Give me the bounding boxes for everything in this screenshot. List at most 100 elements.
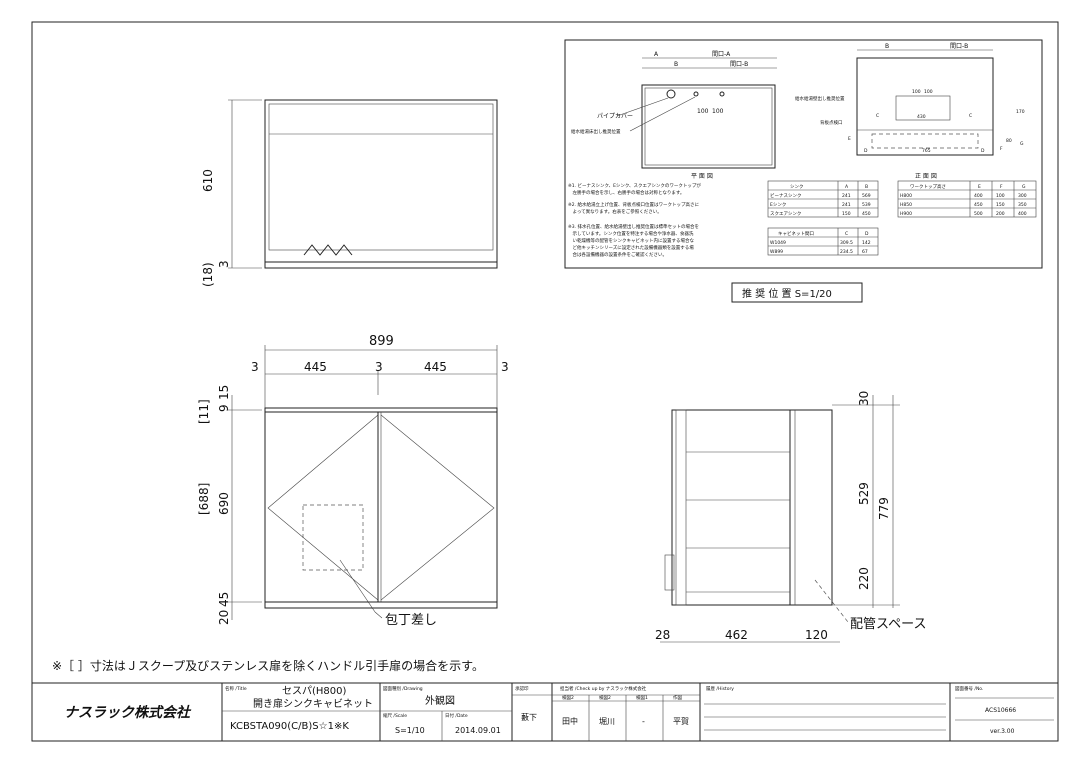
title-block-approver: 藪下 — [521, 712, 537, 722]
dims-left-15: 15 — [217, 385, 231, 400]
detail-notes-5: 示しています。シンク位置を特注する場合や浄水器、食器洗 — [568, 230, 694, 237]
title-block-date: 2014.09.01 — [455, 726, 501, 735]
dims-side-120: 120 — [805, 628, 828, 642]
detail-d765: 765 — [922, 148, 931, 154]
detail-wt-table-rows-2-1: 500 — [974, 211, 983, 217]
detail-F: F — [1000, 146, 1003, 152]
dims-side-28: 28 — [655, 628, 670, 642]
detail-open-b: 間口-B — [950, 43, 968, 50]
title-block-checkers-1: 堀川 — [599, 717, 615, 726]
dims-left-45: 45 — [217, 592, 231, 607]
title-block-version: ver.3.00 — [990, 728, 1015, 735]
detail-sink-table-rows-1-0: Eシンク — [770, 202, 786, 208]
detail-sink-table-rows-0-1: 241 — [842, 193, 851, 199]
detail-sink-table-rows-0-2: 569 — [862, 193, 871, 199]
detail-front-title: 正 面 図 — [915, 173, 937, 180]
detail-wt-table-rows-0-3: 300 — [1018, 193, 1027, 199]
detail-wt-table-headers-1: E — [978, 184, 981, 190]
detail-sink-table-rows-1-2: 539 — [862, 202, 871, 208]
detail-panel: A 間口-A B 間口-B 100 100 パイプカバー 給水給湯床出し推奨位置… — [564, 39, 1043, 269]
detail-wt-table-rows-2-2: 200 — [996, 211, 1005, 217]
detail-G: G — [1020, 141, 1024, 147]
detail-notes-8: 合は各設備機器の設置条件をご確認ください。 — [568, 251, 667, 258]
footnote: ※［ ］寸法はＪスクープ及びステンレス扉を除くハンドル引手扉の場合を示す。 — [52, 658, 484, 673]
detail-d100a: 100 — [697, 108, 709, 115]
top-view: 610 (18) 3 — [201, 99, 498, 287]
detail-wt-table-rows-1-0: H850 — [900, 202, 912, 208]
title-block-no-label: 図面番号 /No. — [955, 685, 983, 692]
title-block: ナスラック株式会社 名称 /Title セスパ(H800) 開き扉シンクキャビネ… — [32, 682, 1058, 741]
detail-wt-table-rows-0-1: 400 — [974, 193, 983, 199]
detail-wall-pos: 給水給湯壁出し推奨位置 — [795, 95, 845, 102]
detail-cab-table-rows-0-0: W1049 — [770, 240, 786, 246]
title-block-history-label: 履歴 /History — [706, 686, 734, 692]
detail-notes-7: ど他キッチンシリーズに設定された設備機器類を設置する場 — [568, 244, 694, 251]
model-number: KCBSTA090(C/B)S☆1※K — [230, 721, 349, 732]
dims-left-9: 9 — [217, 404, 231, 412]
detail-floor-pos: 給水給湯床出し推奨位置 — [571, 128, 621, 135]
knife-rack-icon — [303, 244, 353, 256]
detail-notes-2: ※2. 給水給湯立上げ位置、背板点検口位置はワークトップ高さに — [568, 201, 699, 208]
title-block-checkers-2: - — [642, 717, 645, 726]
detail-notes-1: 左勝手の場合を示し、右勝手の場合は対称となります。 — [568, 189, 684, 196]
dims-side-462: 462 — [725, 628, 748, 642]
dims-door1: 445 — [304, 360, 327, 374]
detail-cab-table-headers-2: D — [865, 231, 869, 237]
detail-A: A — [654, 51, 659, 58]
company-logo: ナスラック株式会社 — [64, 704, 192, 721]
recommend-box — [731, 282, 863, 303]
title-block-scale-label: 縮尺 /Scale — [383, 712, 407, 719]
detail-sink-table-headers-2: B — [865, 184, 868, 190]
detail-wt-table-headers-2: F — [1000, 184, 1003, 190]
title-block-scale: S=1/10 — [395, 726, 425, 735]
detail-d100b: 100 — [712, 108, 724, 115]
detail-notes-6: い乾燥機等の配管をシンクキャビネット内に設置する場合な — [568, 237, 694, 244]
detail-B: B — [674, 61, 678, 68]
title-block-checkers-3: 平賀 — [673, 716, 689, 726]
detail-d100a: 100 — [912, 89, 921, 95]
dim-top-gap: (18) — [201, 262, 215, 287]
dims-left-690: 690 — [217, 492, 231, 515]
detail-cab-table-rows-1-0: W899 — [770, 249, 783, 255]
title-block-drawing-label: 図面種別 /Drawing — [383, 685, 423, 692]
title-block-title-label: 名称 /Title — [225, 685, 247, 692]
dims-door2: 445 — [424, 360, 447, 374]
title-block-check-heads-0: 検図2 — [562, 694, 574, 701]
front-view: 899 3 445 3 445 3 [11] 9 15 [688] 690 45… — [197, 334, 509, 625]
detail-pipe-cover: パイプカバー — [597, 113, 633, 120]
detail-open-a: 間口-A — [712, 51, 731, 58]
detail-wt-table-rows-0-2: 100 — [996, 193, 1005, 199]
detail-d170: 170 — [1016, 109, 1025, 115]
detail-wt-table-headers-3: G — [1022, 184, 1026, 190]
dims-side-30: 30 — [857, 391, 871, 406]
title-block-name1: セスパ(H800) — [282, 685, 347, 697]
detail-notes-0: ※1. ビーナスシンク、Eシンク、スクエアシンクのワークトップが — [568, 182, 701, 189]
dims-gap3: 3 — [501, 360, 509, 374]
detail-notes-4: ※3. 排水孔位置、給水給湯壁出し推奨位置は標準セットの場合を — [568, 223, 699, 230]
dim-depth: 610 — [201, 169, 215, 192]
detail-sink-table-rows-0-0: ビーナスシンク — [770, 192, 802, 199]
dims-gap2: 3 — [375, 360, 383, 374]
detail-open-b: 間口-B — [730, 61, 748, 68]
detail-sink-table-rows-1-1: 241 — [842, 202, 851, 208]
dims-left-11: [11] — [197, 399, 211, 424]
detail-notes: ※1. ビーナスシンク、Eシンク、スクエアシンクのワークトップが 左勝手の場合を… — [568, 182, 701, 258]
recommend-label: 推 奨 位 置 S=1/20 — [742, 287, 832, 300]
detail-wt-table-rows-2-0: H900 — [900, 211, 912, 217]
side-view: 30 529 779 220 28 462 120 — [655, 391, 900, 643]
knife-rack-label: 包丁差し — [385, 613, 437, 628]
detail-cab-table-headers-1: C — [845, 231, 848, 237]
dims-side-220: 220 — [857, 567, 871, 590]
detail-d100b: 100 — [924, 89, 933, 95]
detail-wt-table-rows-1-2: 150 — [996, 202, 1005, 208]
detail-sink-table-headers-0: シンク — [790, 184, 804, 190]
title-block-check-heads-2: 検図1 — [636, 694, 648, 701]
detail-cab-table-rows-1-1: 234.5 — [840, 249, 853, 255]
title-block-check-heads-3: 作図 — [673, 694, 682, 701]
detail-cab-table-rows-0-2: 142 — [862, 240, 871, 246]
detail-wt-table-headers-0: ワークトップ高さ — [910, 183, 946, 190]
dims-left-20: 20 — [217, 610, 231, 625]
